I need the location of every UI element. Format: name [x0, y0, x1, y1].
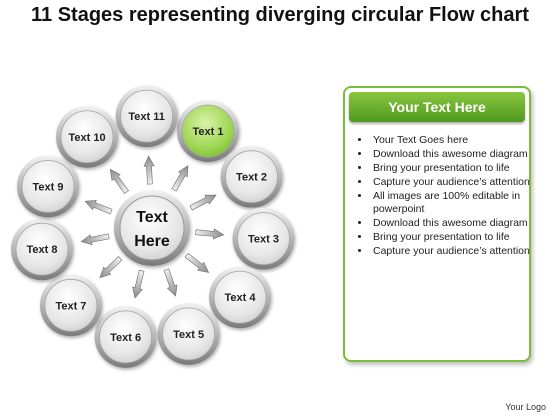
diverging-arrow: [171, 165, 189, 192]
bullet-item: Bring your presentation to life: [371, 162, 541, 175]
stage-node-face: [225, 150, 278, 204]
diverging-arrow: [163, 268, 178, 297]
stage-node-label: Text 5: [173, 329, 204, 341]
diverging-arrow: [109, 168, 129, 195]
center-hub: Text Here: [114, 190, 190, 266]
stage-node-label: Text 1: [193, 126, 224, 138]
stage-node: Text 3: [232, 207, 295, 270]
stage-node: Text 1: [177, 100, 239, 163]
diverging-arrow: [189, 194, 217, 211]
bullet-item: Bring your presentation to life: [371, 231, 541, 244]
diverging-arrow: [195, 228, 225, 240]
stage-node-face: [181, 104, 235, 158]
stage-node: Text 5: [157, 302, 220, 365]
stage-node: Text 11: [115, 85, 178, 148]
bullet-item: Capture your audience’s attention: [371, 176, 541, 189]
stage-node: Text 7: [39, 274, 102, 337]
diverging-arrow: [132, 269, 145, 299]
stage-node-label: Text 11: [128, 111, 165, 123]
stage-node-label: Text 9: [33, 181, 64, 193]
stage-node-face: [15, 222, 69, 276]
bullet-item: All images are 100% editable in powerpoi…: [371, 190, 541, 216]
stage-node-label: Text 6: [110, 332, 141, 344]
stage-node-label: Text 10: [68, 132, 105, 144]
diverging-arrow: [184, 252, 210, 273]
stage-node-label: Text 8: [27, 244, 58, 256]
stage-node-face: [60, 110, 114, 164]
bullet-item: Capture your audience’s attention: [371, 245, 541, 258]
page-title: 11 Stages representing diverging circula…: [31, 4, 529, 26]
stage-node-label: Text 3: [248, 234, 279, 246]
bullet-item: Your Text Goes here: [371, 134, 541, 147]
stage-node: Text 8: [11, 218, 74, 281]
stage-node-label: Text 2: [236, 172, 267, 184]
circular-flow-diagram: Text 1 Text 2 Text 3 Text 4 Text 5 Text 6 Text…: [11, 85, 295, 368]
text-panel: Your Text Here Your Text Goes here Downl…: [343, 86, 531, 362]
diverging-arrow: [143, 155, 155, 185]
diverging-arrow: [80, 233, 110, 246]
stage-node-label: Text 4: [225, 292, 257, 304]
stage-node: Text 9: [17, 155, 80, 218]
bullet-item: Download this awesome diagram: [371, 217, 541, 230]
center-label-line1: Text: [136, 209, 168, 226]
stage-node: Text 6: [94, 305, 157, 368]
logo-text: Your Logo: [505, 402, 546, 412]
stage-node: Text 4: [209, 266, 272, 329]
stage-node-face: [99, 310, 152, 364]
stage-node-face: [213, 270, 267, 324]
stage-node-label: Text 7: [55, 300, 86, 312]
panel-header: Your Text Here: [349, 92, 525, 122]
stage-node: Text 2: [220, 145, 283, 208]
stage-node: Text 10: [56, 105, 119, 168]
panel-bullet-list: Your Text Goes here Download this awesom…: [353, 134, 541, 259]
diverging-arrow: [99, 256, 123, 279]
stage-node-face: [44, 278, 98, 332]
center-label-line2: Here: [134, 233, 170, 250]
stage-node-face: [237, 212, 290, 266]
stage-node-face: [21, 159, 75, 213]
stage-node-face: [162, 307, 216, 361]
diverging-arrow: [84, 199, 113, 215]
stage-node-face: [120, 89, 174, 143]
bullet-item: Download this awesome diagram: [371, 148, 541, 161]
